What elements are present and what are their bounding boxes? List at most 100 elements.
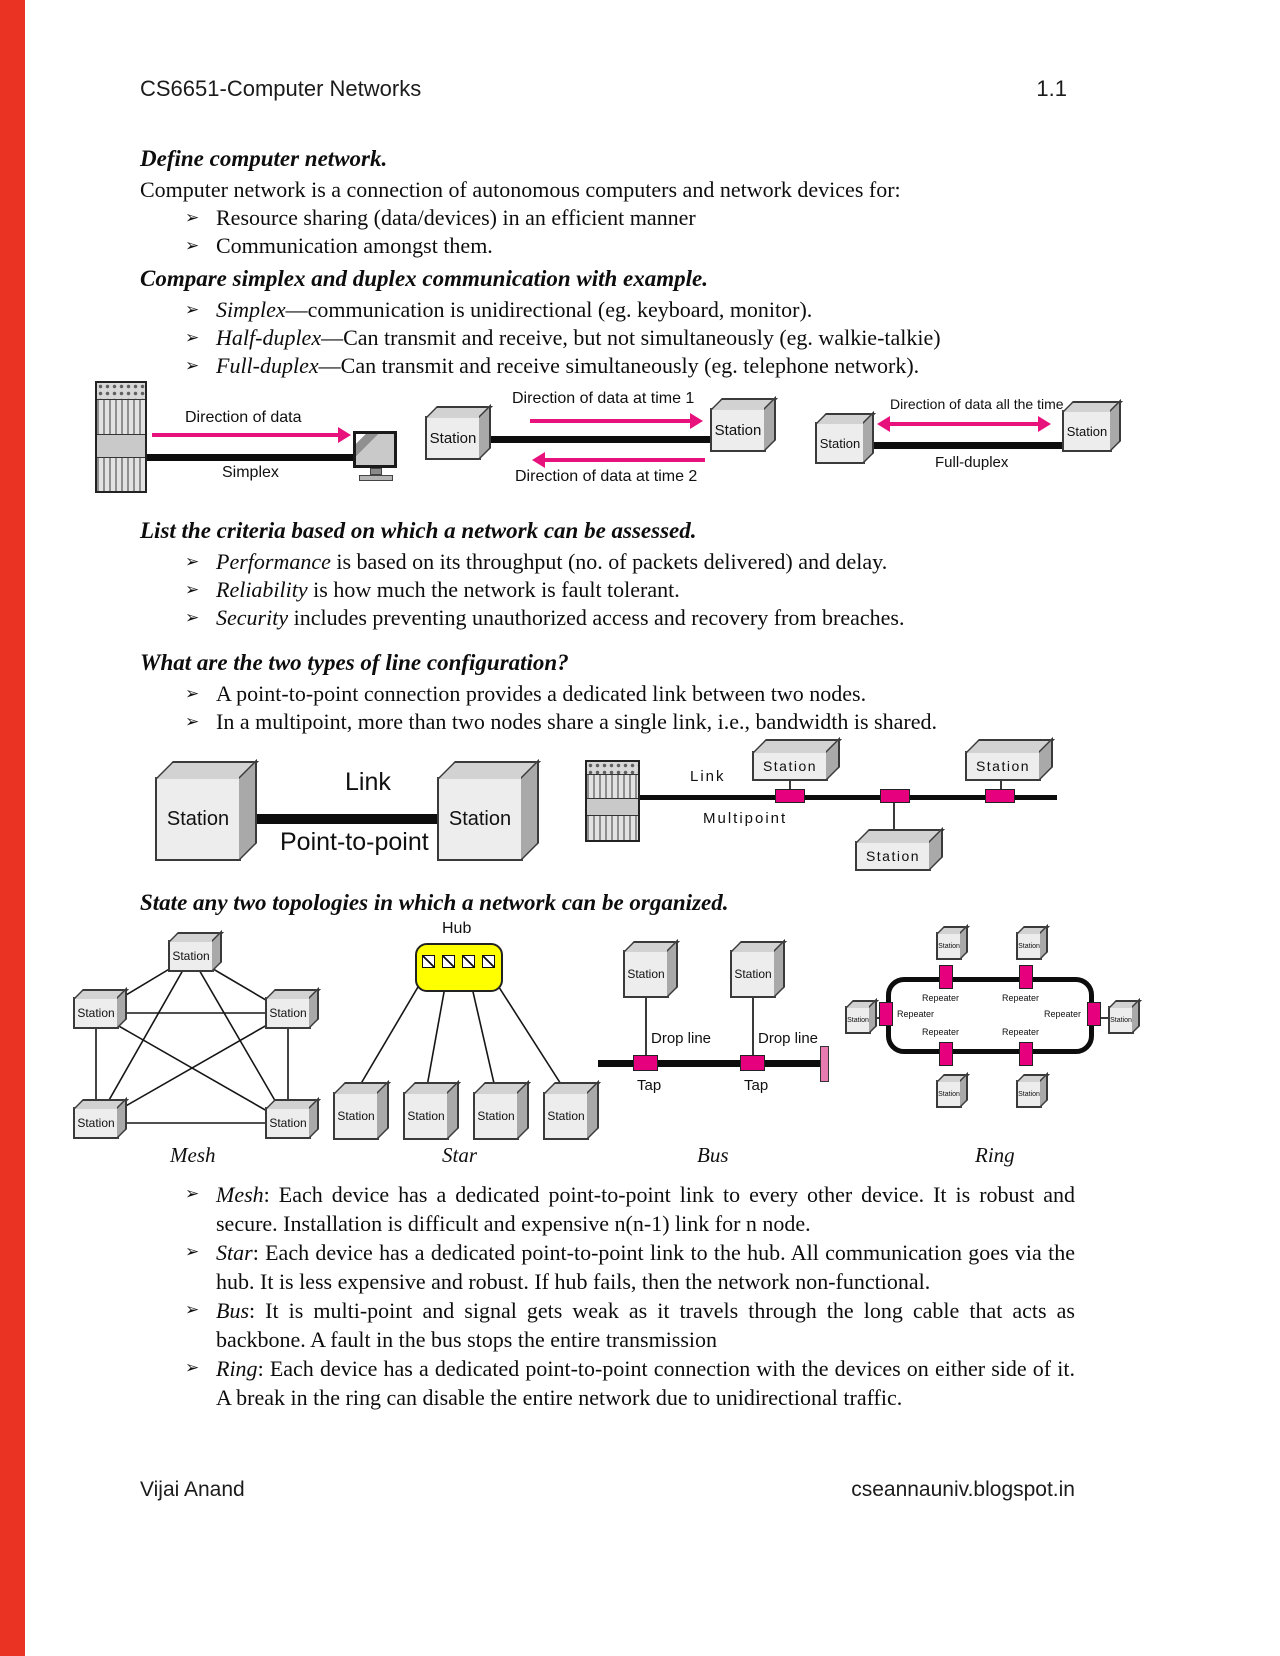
list-item: ➢In a multipoint, more than two nodes sh… xyxy=(185,709,937,734)
p2p-link-line xyxy=(239,814,439,824)
p2p-caption: Point-to-point xyxy=(280,828,429,856)
station-box: Station xyxy=(845,1006,871,1034)
repeater-box xyxy=(939,965,953,989)
tap-connector xyxy=(740,1055,765,1071)
bullet-arrow-icon: ➢ xyxy=(185,552,200,572)
section-define-network: Define computer network. Computer networ… xyxy=(140,144,1075,260)
station-box: Station xyxy=(437,777,523,861)
drop-line xyxy=(752,998,754,1060)
author-name: Vijai Anand xyxy=(140,1478,245,1501)
section-line-configuration: What are the two types of line configura… xyxy=(140,648,1075,736)
station-box: Station xyxy=(1016,1080,1042,1108)
simplex-caption: Simplex xyxy=(222,464,279,481)
bullet-arrow-icon: ➢ xyxy=(185,608,200,628)
list-item: ➢A point-to-point connection provides a … xyxy=(185,681,867,706)
list-item: ➢Reliability is how much the network is … xyxy=(185,577,680,602)
station-box: Station xyxy=(543,1092,589,1140)
page-content: CS6651-Computer Networks 1.1 Define comp… xyxy=(73,0,1134,1656)
simplex-arrow-label: Direction of data xyxy=(185,409,302,426)
list-item: ➢Half-duplex—Can transmit and receive, b… xyxy=(185,325,941,350)
mainframe-icon xyxy=(585,760,640,842)
multipoint-link-line xyxy=(640,795,1057,800)
tap-label: Tap xyxy=(637,1077,662,1094)
bullet-arrow-icon: ➢ xyxy=(185,208,200,228)
list-item: ➢Bus: It is multi-point and signal gets … xyxy=(185,1298,1075,1352)
bus-caption: Bus xyxy=(697,1143,729,1167)
station-box: Station xyxy=(815,422,865,464)
simplex-direction-arrow xyxy=(152,433,338,437)
repeater-label: Repeater xyxy=(922,993,960,1003)
q1-intro: Computer network is a connection of auto… xyxy=(140,177,901,202)
list-item: ➢Mesh: Each device has a dedicated point… xyxy=(185,1182,1075,1236)
bus-backbone-line xyxy=(598,1060,828,1067)
p2p-link-label: Link xyxy=(345,768,391,796)
station-box: Station xyxy=(936,932,962,960)
half-duplex-cable-line xyxy=(480,436,712,443)
bullet-arrow-icon: ➢ xyxy=(185,712,200,732)
q1-heading: Define computer network. xyxy=(140,146,388,171)
bullet-arrow-icon: ➢ xyxy=(185,236,200,256)
drop-line xyxy=(645,998,647,1060)
section-topology-descriptions: ➢Mesh: Each device has a dedicated point… xyxy=(140,1180,1075,1412)
half-duplex-arrow-time1 xyxy=(530,419,690,423)
half-duplex-time2-label: Direction of data at time 2 xyxy=(515,468,698,485)
left-edge-stripe xyxy=(0,0,25,1656)
station-box: Station xyxy=(730,950,776,998)
station-box: Station xyxy=(265,1107,311,1139)
station-box: Station xyxy=(855,841,931,871)
section-topologies: State any two topologies in which a netw… xyxy=(140,888,1075,920)
repeater-label: Repeater xyxy=(922,1027,960,1037)
page-footer: Vijai Anand cseannauniv.blogspot.in xyxy=(140,1478,1075,1502)
station-box: Station xyxy=(936,1080,962,1108)
full-duplex-caption: Full-duplex xyxy=(935,454,1009,471)
course-title: CS6651-Computer Networks xyxy=(140,76,422,101)
page-number: 1.1 xyxy=(1036,76,1067,101)
tap-connector xyxy=(985,789,1015,803)
list-item: ➢Security includes preventing unauthoriz… xyxy=(185,605,905,630)
mesh-caption: Mesh xyxy=(170,1143,216,1167)
q2-heading: Compare simplex and duplex communication… xyxy=(140,266,709,291)
repeater-box xyxy=(1019,1042,1033,1066)
station-box: Station xyxy=(333,1092,379,1140)
bullet-arrow-icon: ➢ xyxy=(185,1184,200,1204)
half-duplex-time1-label: Direction of data at time 1 xyxy=(512,390,695,407)
station-box: Station xyxy=(73,997,119,1029)
bullet-arrow-icon: ➢ xyxy=(185,580,200,600)
hub-port xyxy=(442,955,455,968)
multipoint-link-label: Link xyxy=(690,768,726,785)
list-item: ➢Communication amongst them. xyxy=(185,233,493,258)
mainframe-icon xyxy=(95,381,147,493)
q4-heading: What are the two types of line configura… xyxy=(140,650,569,675)
repeater-label: Repeater xyxy=(897,1009,935,1019)
hub-label: Hub xyxy=(442,920,472,937)
station-box: Station xyxy=(73,1107,119,1139)
figure-duplex-modes: Direction of data Simplex Station Statio… xyxy=(90,376,1130,508)
bullet-arrow-icon: ➢ xyxy=(185,1358,200,1378)
list-item: ➢Ring: Each device has a dedicated point… xyxy=(185,1356,1075,1410)
station-box: Station xyxy=(1016,932,1042,960)
section-network-criteria: List the criteria based on which a netwo… xyxy=(140,516,1075,632)
station-box: Station xyxy=(752,751,828,781)
ring-connector xyxy=(1099,1017,1108,1019)
q5-heading: State any two topologies in which a netw… xyxy=(140,890,729,915)
website-link: cseannauniv.blogspot.in xyxy=(851,1478,1075,1501)
repeater-label: Repeater xyxy=(1002,993,1040,1003)
station-box: Station xyxy=(1062,410,1112,452)
bullet-arrow-icon: ➢ xyxy=(185,300,200,320)
figure-topologies: Station Station Station Station Station … xyxy=(70,914,1145,1176)
repeater-box xyxy=(939,1042,953,1066)
station-box: Station xyxy=(710,408,766,452)
half-duplex-arrow-time2 xyxy=(545,458,705,462)
figure-line-configuration: Station Station Link Point-to-point Link… xyxy=(140,732,1140,882)
tap-connector xyxy=(633,1055,658,1071)
full-duplex-direction-arrow xyxy=(890,422,1038,426)
bullet-arrow-icon: ➢ xyxy=(185,684,200,704)
repeater-label: Repeater xyxy=(1044,1009,1082,1019)
hub-port xyxy=(482,955,495,968)
drop-line-label: Drop line xyxy=(651,1030,712,1047)
repeater-box xyxy=(879,1002,893,1026)
repeater-box xyxy=(1019,965,1033,989)
list-item: ➢Performance is based on its throughput … xyxy=(185,549,888,574)
hub-port xyxy=(462,955,475,968)
